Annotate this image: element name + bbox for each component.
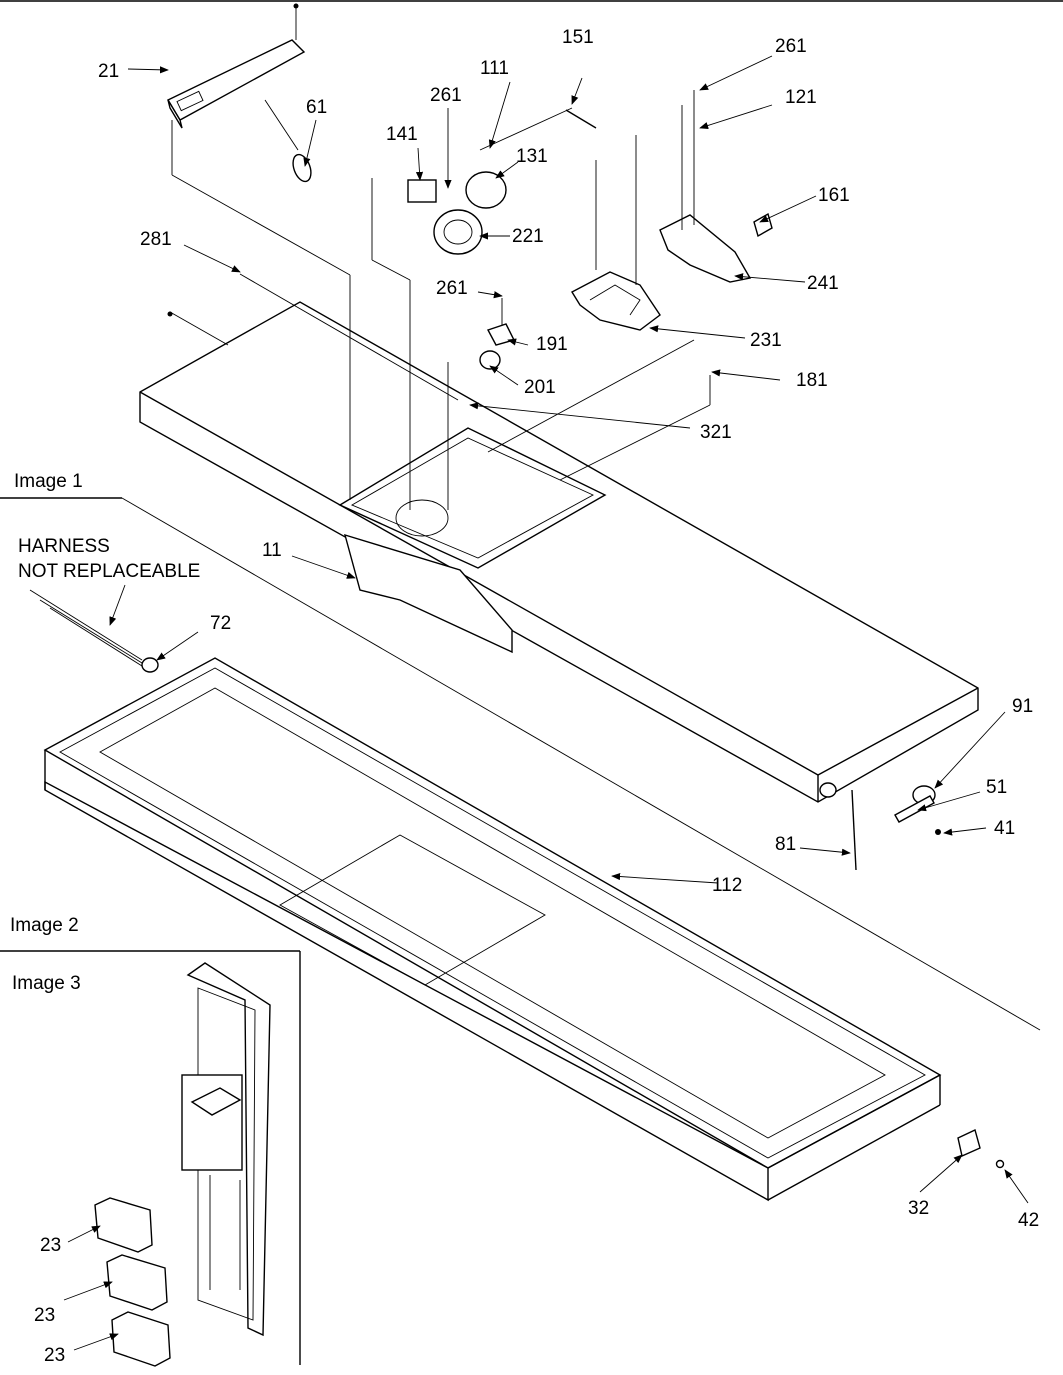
callout-23-top: 23	[40, 1235, 61, 1256]
harness-note-line1: HARNESS	[18, 536, 110, 557]
callout-161: 161	[818, 185, 850, 206]
door-with-dispenser	[181, 962, 271, 1337]
small-parts-191-201	[479, 298, 516, 370]
fan-motor-assembly	[407, 107, 597, 255]
callout-281: 281	[140, 229, 172, 250]
callout-23-bottom: 23	[44, 1345, 65, 1366]
callout-42: 42	[1018, 1210, 1039, 1231]
callout-81: 81	[775, 834, 796, 855]
image3-label: Image 3	[12, 973, 81, 994]
air-ducts	[571, 90, 773, 331]
callout-23-mid: 23	[34, 1305, 55, 1326]
callout-151: 151	[562, 27, 594, 48]
callout-121: 121	[785, 87, 817, 108]
callout-91: 91	[1012, 696, 1033, 717]
callout-72: 72	[210, 613, 231, 634]
callout-leaders	[63, 55, 1029, 1351]
hinge-parts	[819, 782, 941, 871]
callout-231: 231	[750, 330, 782, 351]
callout-32: 32	[908, 1198, 929, 1219]
callout-261-low: 261	[436, 278, 468, 299]
callout-261-top: 261	[775, 36, 807, 57]
door-frame	[43, 657, 942, 1202]
image2-label: Image 2	[10, 915, 79, 936]
door-bins	[94, 1197, 171, 1367]
cabinet-liner	[139, 120, 979, 803]
callout-201: 201	[524, 377, 556, 398]
callout-61: 61	[306, 97, 327, 118]
callout-191: 191	[536, 334, 568, 355]
callout-321: 321	[700, 422, 732, 443]
callout-181: 181	[796, 370, 828, 391]
callout-112: 112	[712, 875, 742, 896]
callout-241: 241	[807, 273, 839, 294]
harness-connector	[29, 589, 159, 673]
callout-11: 11	[262, 540, 282, 561]
callout-111: 111	[480, 58, 509, 79]
control-housing	[167, 3, 312, 183]
bottom-hinge-parts	[957, 1129, 1005, 1169]
callout-51: 51	[986, 777, 1007, 798]
callout-21: 21	[98, 61, 119, 82]
callout-41: 41	[994, 818, 1015, 839]
image1-diagonal	[121, 497, 1041, 1031]
callout-261-mid: 261	[430, 85, 462, 106]
callout-131: 131	[516, 146, 548, 167]
image1-label: Image 1	[14, 471, 83, 492]
callout-221: 221	[512, 226, 544, 247]
callout-141: 141	[386, 124, 418, 145]
harness-note-line2: NOT REPLACEABLE	[18, 561, 200, 582]
